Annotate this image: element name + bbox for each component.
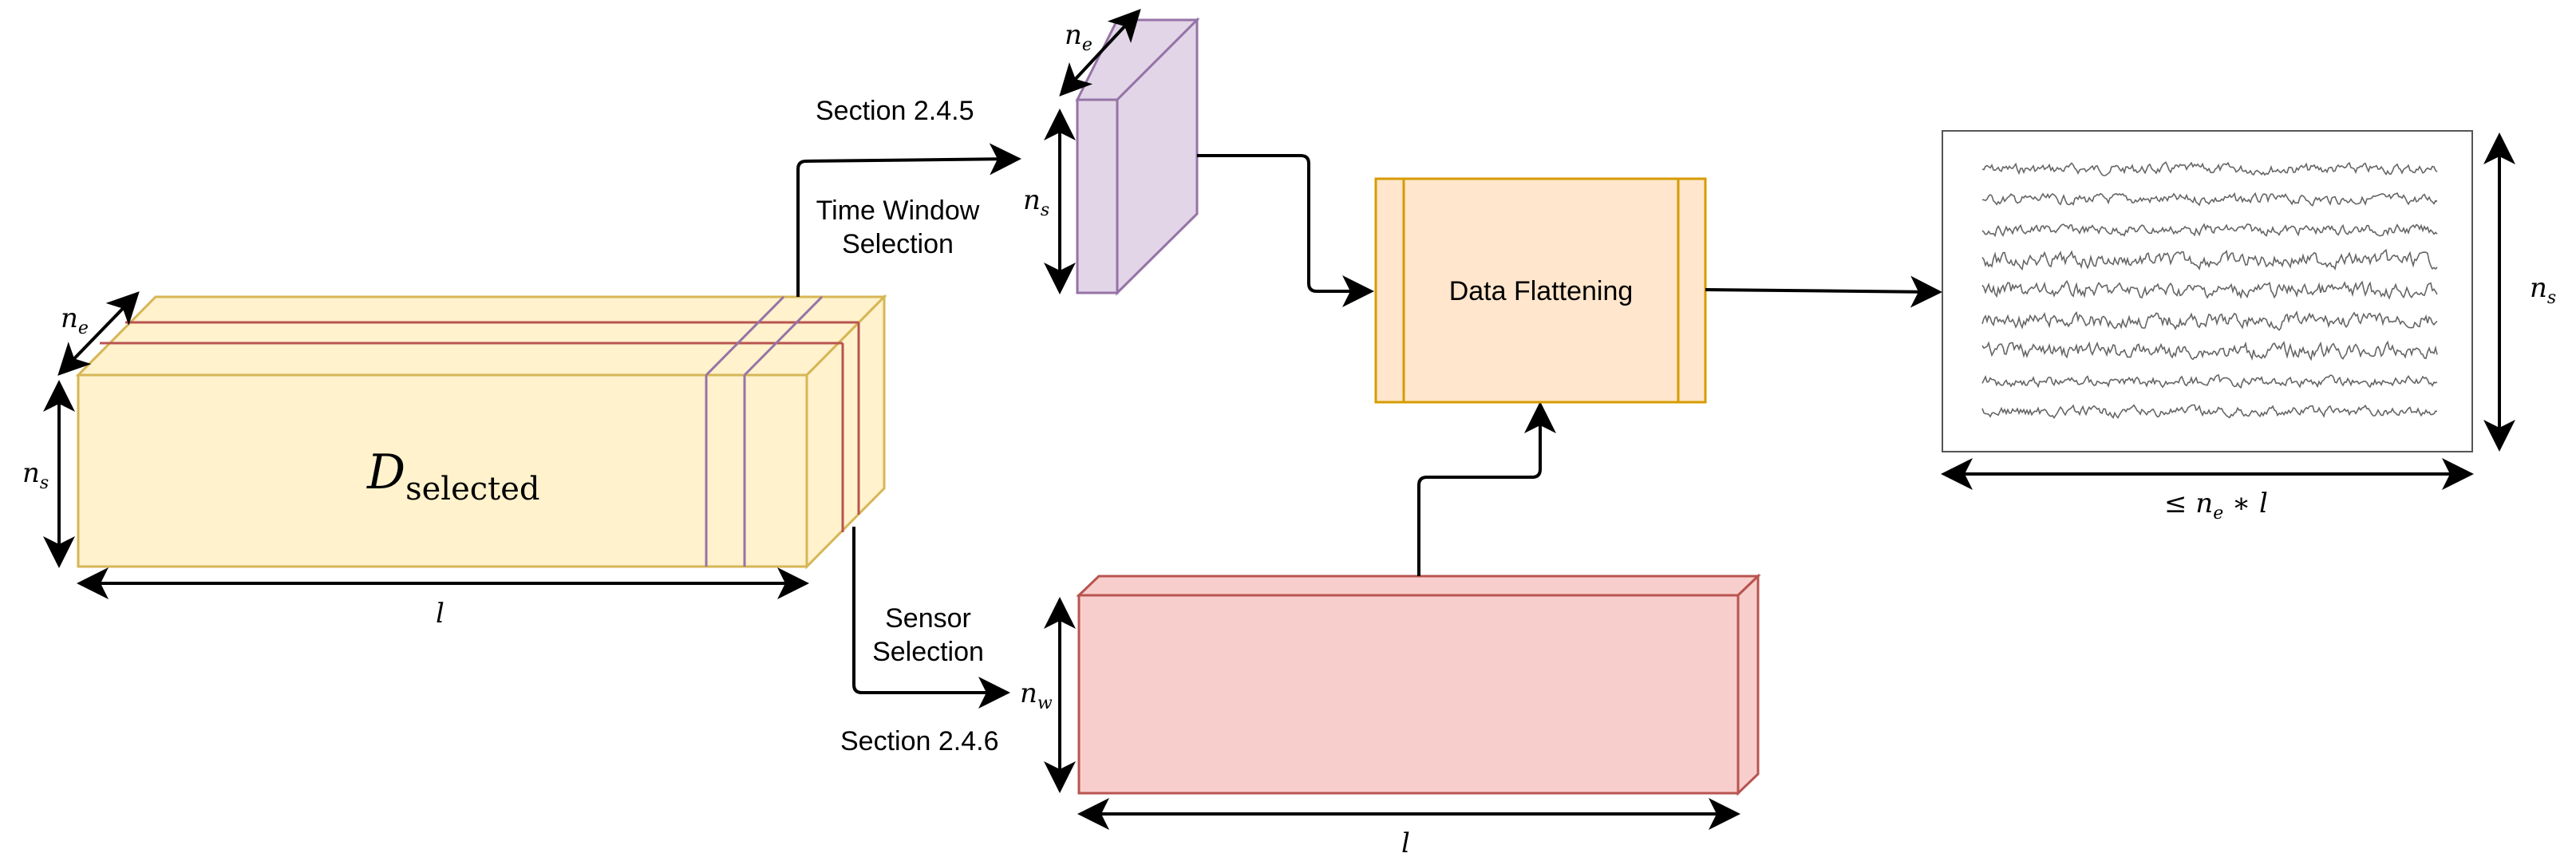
sensor-nw-label: nw (1020, 677, 1053, 713)
eeg-trace (1981, 161, 2438, 176)
sensor-front-face (1077, 594, 1740, 795)
output-length-label: ≤ ne ∗ l (2164, 488, 2268, 523)
eeg-signal-traces (1981, 161, 2438, 420)
time-window-front-face (1076, 98, 1119, 294)
eeg-trace (1981, 404, 2438, 420)
d-selected-ns-label: ns (22, 457, 49, 493)
time-window-arrow (796, 143, 1021, 297)
section-2-4-6-label: Section 2.4.6 (840, 726, 998, 756)
time-window-ne-arrow (1059, 9, 1141, 97)
eeg-trace (1981, 340, 2438, 361)
sensor-cube (1076, 573, 1761, 796)
eeg-trace (1981, 279, 2438, 300)
eeg-trace (1981, 248, 2438, 271)
time-window-label-1: Time Window (816, 196, 980, 226)
time-window-cube (1075, 17, 1200, 296)
time-window-ne-label: ne (1065, 19, 1092, 55)
data-flattening-box: Data Flattening (1374, 177, 1707, 404)
eeg-trace (1981, 192, 2438, 207)
output-ns-label: ns (2530, 272, 2556, 308)
d-selected-label: Dselected (366, 444, 540, 508)
d-selected-top-face (75, 295, 887, 377)
sensor-label-2: Selection (872, 637, 984, 667)
time-window-ns-label: ns (1023, 184, 1049, 220)
eeg-trace (1981, 223, 2438, 238)
sensor-to-flatten-arrow (1417, 401, 1556, 576)
time-window-label-2: Selection (842, 229, 954, 259)
d-selected-cube: Dselected (75, 294, 887, 570)
sensor-l-label: l (1401, 827, 1410, 859)
sensor-selection-arrow (852, 527, 1010, 709)
data-flattening-label: Data Flattening (1449, 276, 1634, 306)
sensor-label-1: Sensor (885, 603, 971, 634)
sensor-side-face (1736, 573, 1760, 796)
time-window-to-flatten-arrow (1197, 154, 1374, 307)
d-selected-front-face (77, 373, 808, 568)
eeg-trace (1981, 310, 2438, 331)
time-window-slice-lines (705, 295, 824, 567)
d-selected-ne-label: ne (61, 302, 89, 338)
eeg-trace (1981, 373, 2438, 389)
section-2-4-5-label: Section 2.4.5 (816, 96, 974, 126)
d-selected-l-label: l (436, 598, 444, 630)
sensor-slice-lines (100, 321, 860, 532)
d-selected-ne-arrow (57, 291, 140, 376)
sensor-top-face (1076, 575, 1761, 597)
output-signal-panel (1942, 130, 2473, 452)
flatten-to-output-arrow (1705, 275, 1942, 308)
